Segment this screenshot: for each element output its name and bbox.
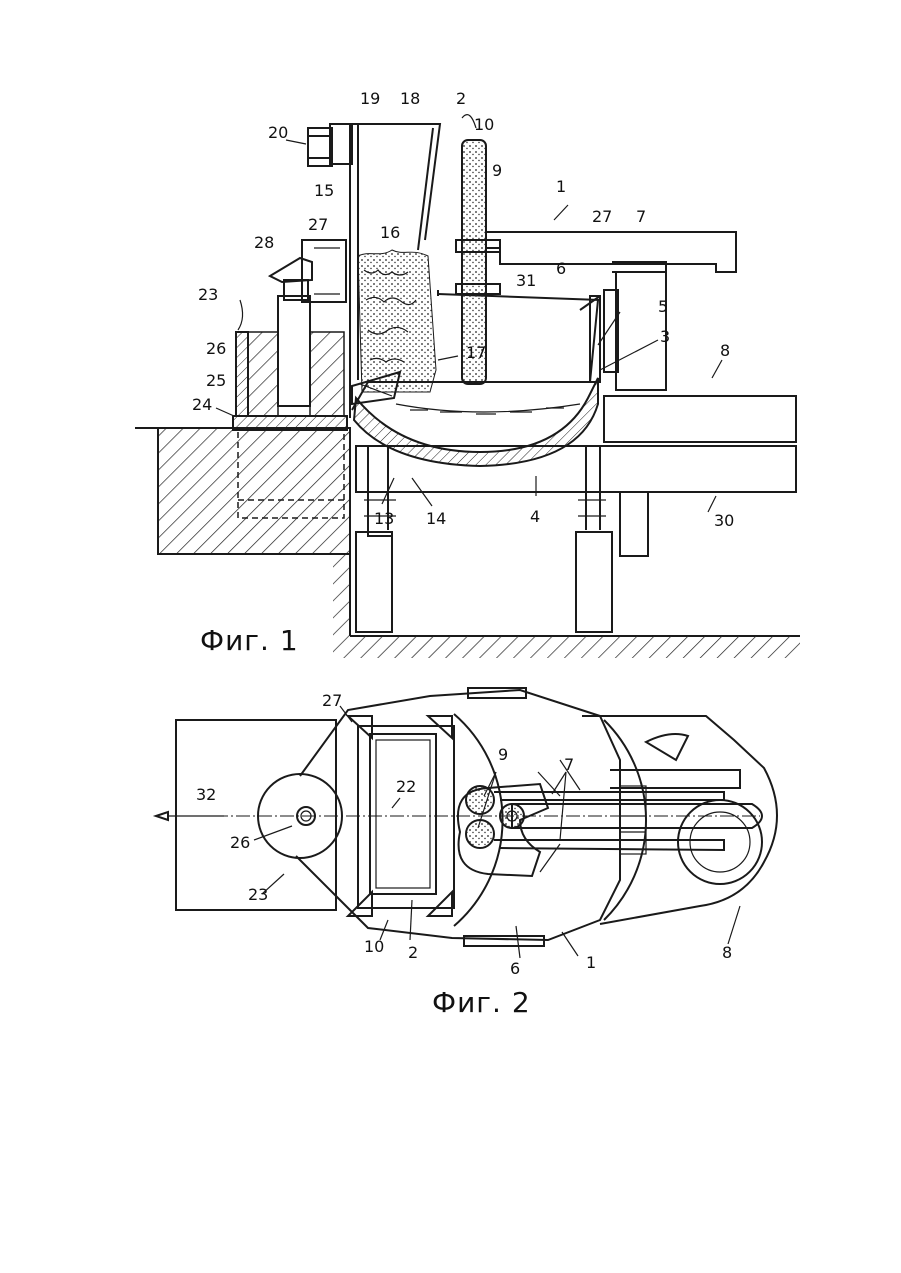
ref-label: 8 [720, 341, 730, 360]
ref-label: 19 [360, 89, 380, 108]
ref-label: 28 [254, 233, 274, 252]
ref-label: 18 [400, 89, 420, 108]
ref-label: 7 [564, 755, 574, 774]
preheater-platform [176, 720, 336, 910]
ref-label: 14 [426, 509, 446, 528]
ref-label: 8 [722, 943, 732, 962]
ref-label: 7 [636, 207, 646, 226]
ref-label: 5 [658, 297, 668, 316]
ref-label: 4 [530, 507, 540, 526]
ref-label: 20 [268, 123, 288, 142]
ref-label: 26 [230, 833, 250, 852]
ref-label: 27 [308, 215, 328, 234]
direction-arrow [156, 812, 168, 820]
fig2-leaders [254, 706, 740, 958]
ref-label: 24 [192, 395, 212, 414]
ref-label: 23 [198, 285, 218, 304]
ref-label: 9 [492, 161, 502, 180]
ref-label: 6 [510, 959, 520, 978]
figure-2-caption: Фиг. 2 [432, 986, 531, 1019]
ref-label: 22 [396, 777, 416, 796]
ref-label: 3 [660, 327, 670, 346]
shaft-preheater [233, 240, 347, 430]
fig2-reference-labels: 1 2 6 7 8 9 10 22 23 26 27 32 [196, 691, 732, 978]
ref-label: 23 [248, 885, 268, 904]
pit-floor [333, 428, 800, 658]
ref-label: 31 [516, 271, 536, 290]
foundation-left [135, 428, 350, 554]
ref-label: 15 [314, 181, 334, 200]
ref-label: 30 [714, 511, 734, 530]
ref-label: 9 [498, 745, 508, 764]
ref-label: 26 [206, 339, 226, 358]
ref-label: 10 [364, 937, 384, 956]
ref-label: 2 [456, 89, 466, 108]
ref-label: 32 [196, 785, 216, 804]
ref-label: 13 [374, 509, 394, 528]
ref-label: 1 [556, 177, 566, 196]
ref-label: 27 [322, 691, 342, 710]
ref-label: 10 [474, 115, 494, 134]
figure-1-caption: Фиг. 1 [200, 624, 299, 657]
ref-label: 2 [408, 943, 418, 962]
ref-label: 1 [586, 953, 596, 972]
ref-label: 17 [466, 343, 486, 362]
ref-label: 27 [592, 207, 612, 226]
figure-1: 1 2 3 4 5 6 7 8 9 10 13 14 15 16 17 18 1… [135, 89, 800, 658]
swing-frame-plan [582, 716, 777, 924]
figure-2: 1 2 6 7 8 9 10 22 23 26 27 32 Фиг. 2 [156, 688, 777, 1019]
ref-label: 25 [206, 371, 226, 390]
electrode-arm [486, 232, 736, 390]
ref-label: 16 [380, 223, 400, 242]
vessel-shell-outer [604, 720, 646, 920]
ref-label: 6 [556, 259, 566, 278]
